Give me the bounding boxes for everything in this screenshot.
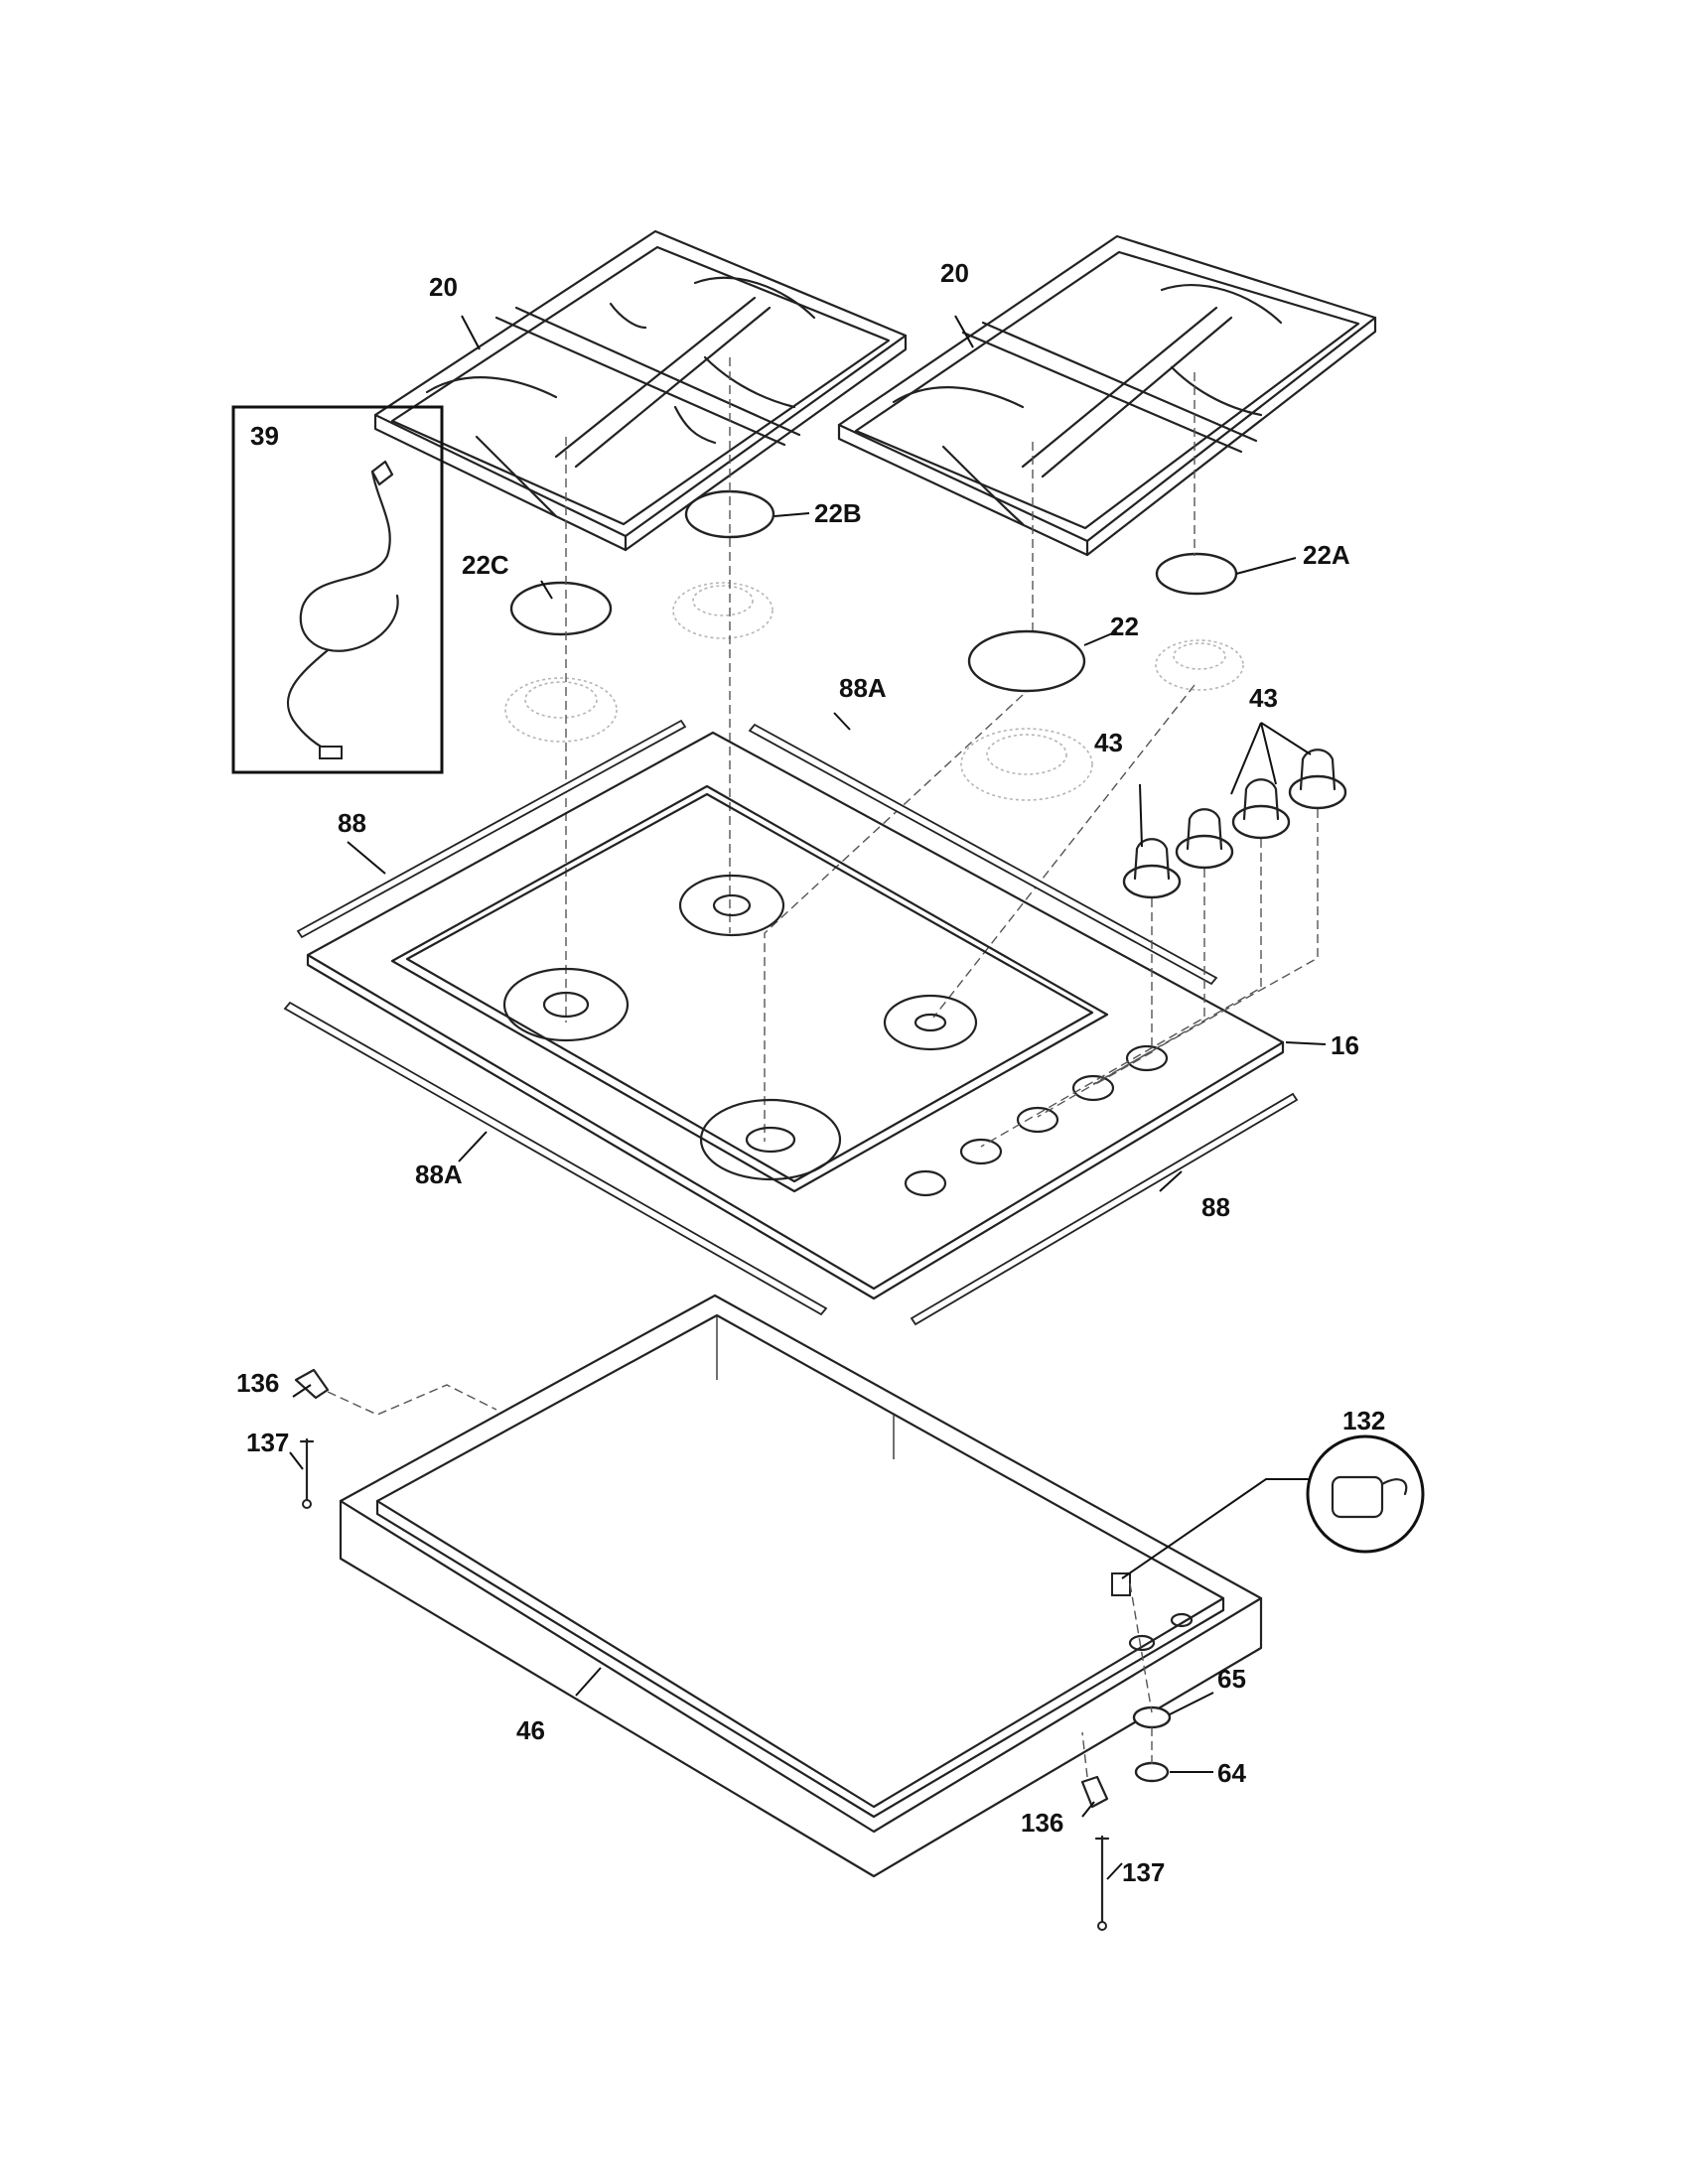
alignment-lines [565, 357, 1196, 1142]
cooktop-top-panel [306, 731, 1285, 1300]
burner-cap-22a-icon [1155, 552, 1238, 596]
callout-box: 46 [516, 1715, 545, 1745]
bracket-bottom-icon [1080, 1731, 1109, 1809]
screw-top-icon [299, 1437, 315, 1509]
seal-strip-88a-bottom [283, 1001, 828, 1316]
callout-screw-bottom: 137 [1122, 1857, 1165, 1887]
callout-bracket-top: 136 [236, 1368, 279, 1398]
callout-switch: 132 [1342, 1406, 1385, 1435]
callout-cap-22: 22 [1110, 612, 1139, 641]
burner-cap-22-icon [967, 629, 1086, 693]
callout-cap-22b: 22B [814, 498, 862, 528]
burner-grate-right-icon [837, 234, 1377, 557]
callout-strip-88a-bottom: 88A [415, 1160, 463, 1189]
callout-cap-22c: 22C [462, 550, 509, 580]
grommet-leads [1129, 1582, 1153, 1767]
callout-strip-88a-top: 88A [839, 673, 887, 703]
burner-grate-left-icon [373, 229, 908, 552]
seal-strip-88-left [296, 719, 687, 939]
callout-grommet-65: 65 [1217, 1664, 1246, 1694]
burner-box-tray [339, 1294, 1263, 1878]
control-knob-icon [1122, 749, 1347, 899]
callout-knob-single: 43 [1094, 728, 1123, 757]
callout-cooktop: 16 [1331, 1030, 1359, 1060]
callout-strip-88-bottom: 88 [1201, 1192, 1230, 1222]
seal-strip-88a-top [748, 723, 1218, 986]
grommet-64-icon [1134, 1761, 1170, 1783]
callout-leaders [289, 315, 1327, 1880]
screw-bottom-icon [1094, 1835, 1110, 1931]
bracket-top-icon [294, 1368, 497, 1416]
callout-screw-top: 137 [246, 1428, 289, 1457]
switch-icon [1121, 1434, 1425, 1579]
burner-cap-22c-icon [509, 581, 613, 636]
callout-grate-left: 20 [429, 272, 458, 302]
callout-knob-group: 43 [1249, 683, 1278, 713]
callout-strip-88-left: 88 [338, 808, 366, 838]
seal-strip-88-bottom [910, 1092, 1299, 1326]
callout-grommet-64: 64 [1217, 1758, 1246, 1788]
callout-cap-22a: 22A [1303, 540, 1350, 570]
knob-dashed-leads [980, 809, 1319, 1148]
callout-cord: 39 [250, 421, 279, 451]
callout-bracket-bottom: 136 [1021, 1808, 1063, 1838]
power-cord-icon [231, 405, 444, 774]
callout-grate-right: 20 [940, 258, 969, 288]
burner-head-icon [504, 582, 1244, 801]
